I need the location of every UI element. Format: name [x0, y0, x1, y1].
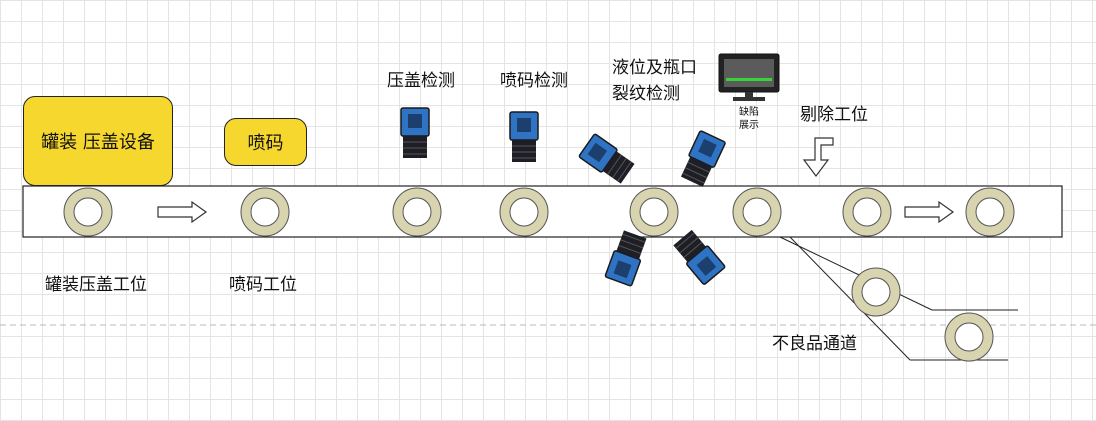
rejected-bottle-ring	[944, 312, 994, 362]
reject-channel-line-lower	[789, 236, 911, 361]
can-cap-equipment-box: 罐装 压盖设备	[23, 96, 173, 186]
reject-station-label: 剔除工位	[800, 105, 868, 125]
can-cap-position-label: 罐装压盖工位	[45, 275, 147, 295]
flow-arrow-right-icon	[157, 200, 208, 224]
bottle-ring	[629, 187, 679, 237]
bottle-ring	[732, 187, 782, 237]
bottle-ring	[392, 187, 442, 237]
camera-icon	[678, 129, 727, 189]
monitor-caption-line1: 缺陷	[739, 107, 759, 118]
rejected-bottle-ring	[851, 267, 901, 317]
bottle-ring	[842, 187, 892, 237]
reject-channel-line-upper	[779, 236, 933, 311]
camera-icon	[400, 107, 430, 159]
cap-check-label: 压盖检测	[387, 71, 455, 91]
monitor-caption-line2: 展示	[739, 120, 759, 131]
camera-icon	[509, 111, 539, 163]
bottle-ring	[965, 187, 1015, 237]
reject-down-arrow-icon	[802, 137, 834, 177]
can-cap-equipment-label: 罐装 压盖设备	[41, 132, 155, 153]
liquid-check-label-line1: 液位及瓶口	[612, 58, 697, 78]
bottle-ring	[499, 187, 549, 237]
bottle-ring	[63, 187, 113, 237]
liquid-check-label-line2: 裂纹检测	[612, 84, 680, 104]
code-check-label: 喷码检测	[500, 71, 568, 91]
monitor-caption: 缺陷 展示	[729, 106, 769, 132]
camera-icon	[577, 132, 637, 186]
flow-arrow-right-icon	[904, 200, 955, 224]
coding-label: 喷码	[247, 133, 284, 154]
monitor-icon	[718, 53, 780, 101]
camera-icon	[604, 228, 650, 287]
bottle-ring	[240, 187, 290, 237]
code-position-label: 喷码工位	[229, 275, 297, 295]
coding-box: 喷码	[224, 118, 307, 166]
defect-channel-label: 不良品通道	[772, 334, 857, 354]
